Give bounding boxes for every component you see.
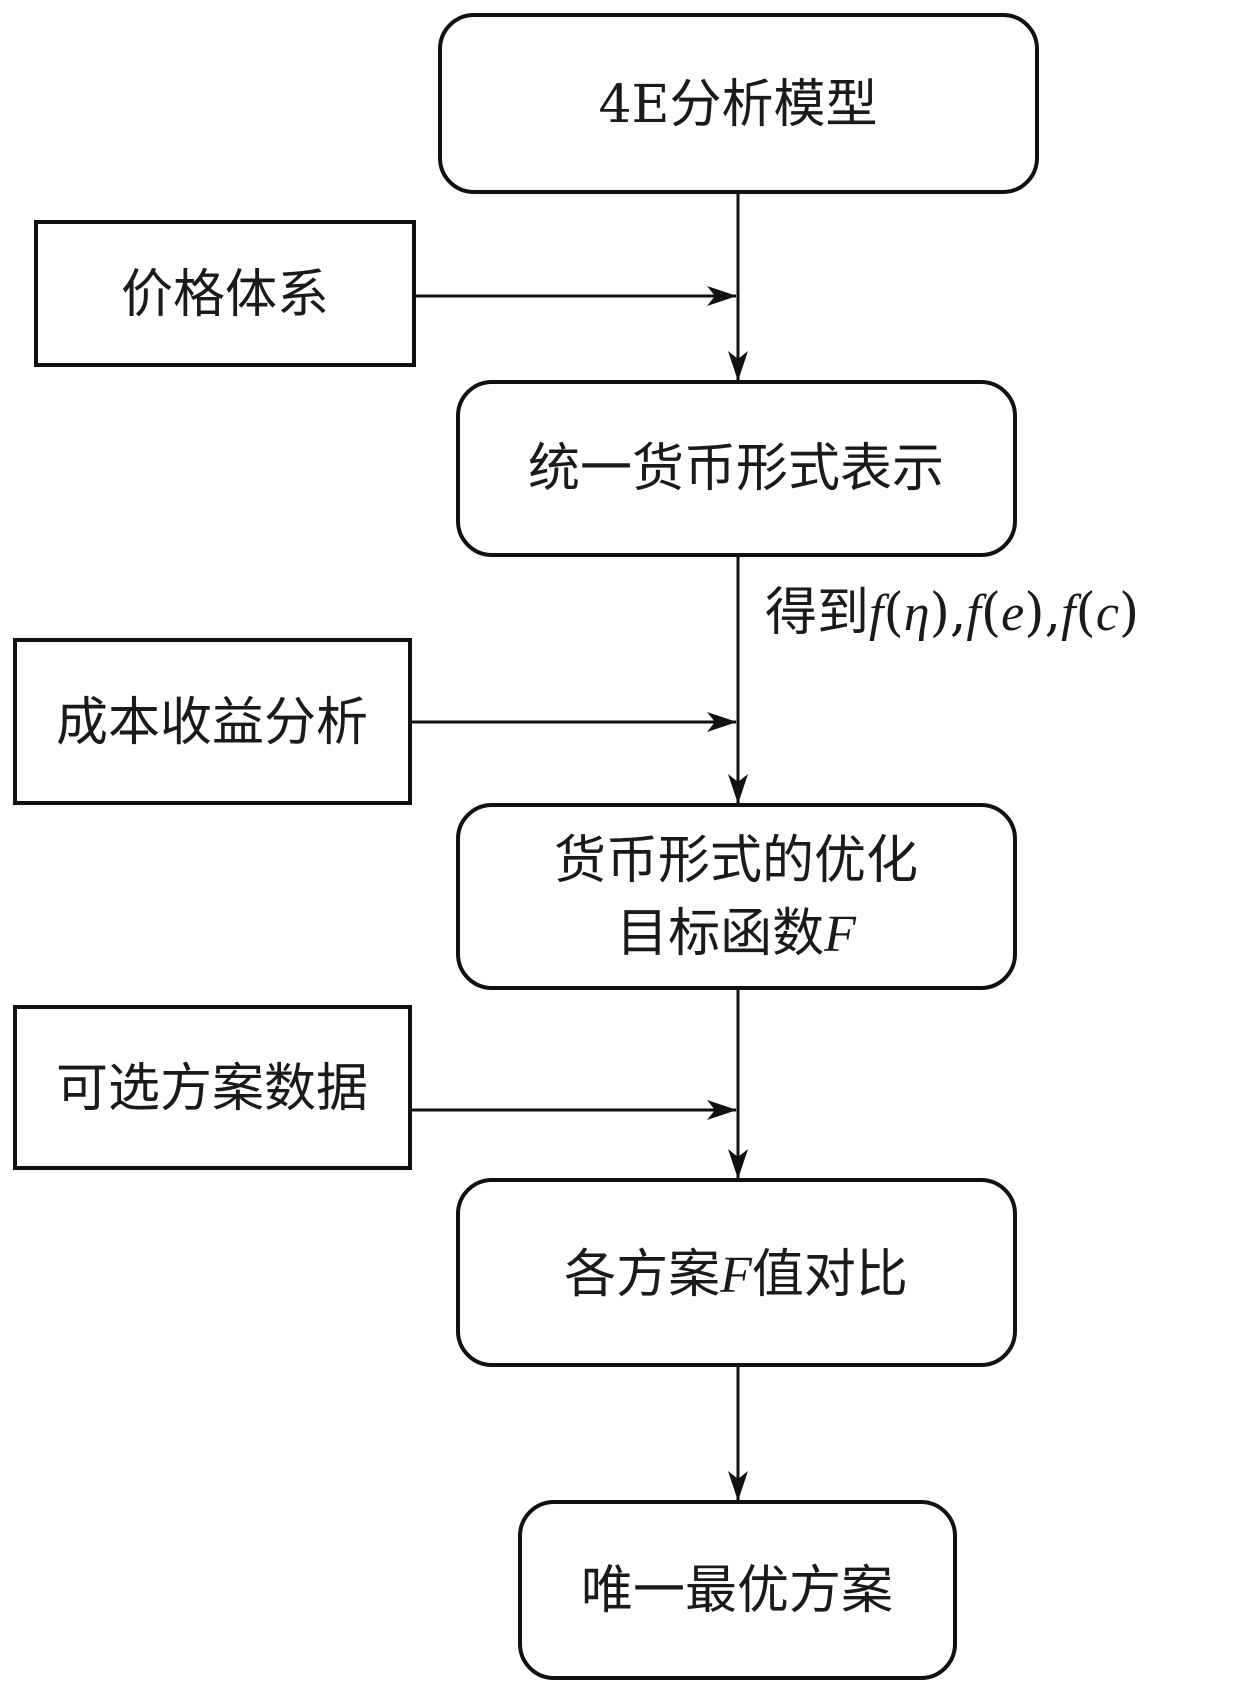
- node-compare-f-label: 各方案F值对比: [564, 1245, 908, 1305]
- edge-label-paren2: (: [981, 583, 1001, 643]
- node-4e-model-label: 4E分析模型: [598, 75, 877, 135]
- node-compare-f-symbol: F: [719, 1247, 753, 1304]
- edge-label-sep1: ),: [930, 583, 967, 643]
- edge-label-prefix: 得到: [765, 583, 869, 643]
- node-option-data-label: 可选方案数据: [56, 1059, 368, 1119]
- node-compare-f-prefix: 各方案: [564, 1245, 720, 1305]
- node-objective-function-line1: 货币形式的优化: [554, 831, 918, 891]
- edge-label-obtain-functions: 得到f(η),f(e),f(c): [765, 583, 1139, 643]
- node-compare-f-box: [456, 1178, 1017, 1367]
- node-cost-benefit: 成本收益分析: [13, 638, 412, 805]
- node-optimal-plan-box: [518, 1500, 957, 1680]
- node-objective-function: 货币形式的优化 目标函数F: [456, 803, 1017, 990]
- node-compare-f-suffix: 值对比: [752, 1245, 908, 1305]
- node-4e-model: 4E分析模型: [438, 13, 1039, 194]
- edge-label-paren3-close: ): [1119, 583, 1139, 643]
- node-option-data-box: [13, 1005, 412, 1170]
- edge-label-c: c: [1096, 585, 1119, 642]
- node-optimal-plan: 唯一最优方案: [518, 1500, 957, 1680]
- node-objective-function-line2: 目标函数F: [616, 904, 857, 964]
- edge-label-eta: η: [904, 585, 930, 642]
- edge-label-sep2: ),: [1024, 583, 1061, 643]
- node-price-system-box: [34, 220, 416, 367]
- node-objective-function-box: [456, 803, 1017, 990]
- node-cost-benefit-box: [13, 638, 412, 805]
- node-4e-model-box: [438, 13, 1039, 194]
- node-unify-currency-box: [456, 380, 1017, 557]
- node-unify-currency: 统一货币形式表示: [456, 380, 1017, 557]
- edge-label-paren3: (: [1076, 583, 1096, 643]
- node-unify-currency-label: 统一货币形式表示: [528, 439, 944, 499]
- node-option-data: 可选方案数据: [13, 1005, 412, 1170]
- node-price-system: 价格体系: [34, 220, 416, 367]
- node-compare-f: 各方案F值对比: [456, 1178, 1017, 1367]
- node-optimal-plan-label: 唯一最优方案: [581, 1561, 893, 1621]
- node-cost-benefit-label: 成本收益分析: [56, 693, 368, 753]
- edge-label-e: e: [1001, 585, 1024, 642]
- node-price-system-label: 价格体系: [121, 265, 329, 325]
- edge-label-paren1: (: [883, 583, 903, 643]
- node-objective-function-line2-text: 目标函数: [616, 904, 824, 964]
- node-objective-function-symbol: F: [823, 906, 857, 963]
